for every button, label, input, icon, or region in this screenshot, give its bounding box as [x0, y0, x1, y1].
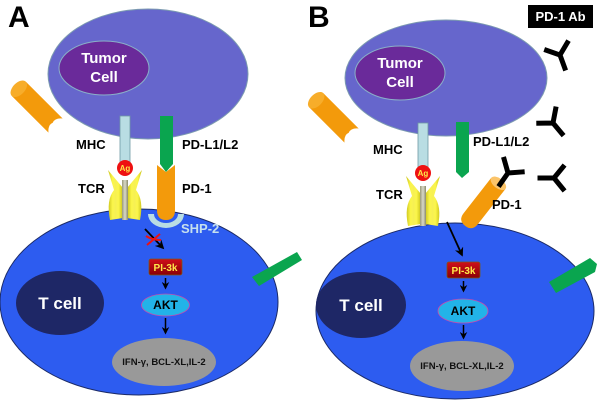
- tumor-cell-label-line2: Cell: [90, 69, 118, 86]
- antigen-label: Ag: [418, 169, 429, 178]
- panel-a: A T cell Tumor Cell MHC TCR Ag: [0, 1, 302, 396]
- antibody-legend-box: [528, 5, 593, 28]
- akt-node: [437, 298, 489, 324]
- pdl1-fragment: [252, 252, 302, 286]
- active-signal-arrow: [446, 221, 464, 257]
- mhc-label: MHC: [76, 137, 106, 152]
- pdl1-molecule: [160, 116, 173, 172]
- antibody-icon: [536, 106, 566, 138]
- tcr-receptor: [406, 176, 440, 226]
- shp2-label: SHP-2: [181, 221, 219, 236]
- inhibition-x-icon: [145, 233, 162, 246]
- pd1-label: PD-1: [492, 197, 522, 212]
- t-cell-label: T cell: [38, 294, 81, 313]
- cytokine-output-label: IFN-γ, BCL-XL,IL-2: [420, 361, 503, 372]
- pdl1-fragment: [549, 258, 597, 293]
- antibody-icon-bound: [496, 156, 525, 188]
- antigen: [117, 160, 133, 176]
- t-cell-nucleus: [16, 271, 104, 335]
- pi3k-label: PI-3k: [154, 263, 178, 274]
- panel-letter-b: B: [308, 1, 330, 34]
- tumor-cell-nucleus: [354, 45, 446, 101]
- akt-node: [141, 293, 190, 317]
- tumor-cell-nucleus: [58, 40, 150, 96]
- pd1-label: PD-1: [182, 181, 212, 196]
- pi3k-label: PI-3k: [452, 266, 476, 277]
- antigen: [415, 165, 431, 181]
- antibody-icon: [543, 39, 571, 72]
- akt-label: AKT: [153, 298, 178, 312]
- cytokine-output-node: [410, 341, 514, 391]
- tumor-cell-label-line2: Cell: [386, 74, 414, 91]
- pi3k-box: [446, 261, 481, 279]
- mhc-label: MHC: [373, 142, 403, 157]
- antibody-icon: [537, 163, 567, 193]
- antibody-legend-label: PD-1 Ab: [535, 9, 585, 24]
- tcr-receptor: [108, 170, 142, 220]
- pdl1-molecule: [456, 122, 469, 178]
- pi3k-box: [148, 258, 183, 276]
- cytokine-output-label: IFN-γ, BCL-XL,IL-2: [122, 357, 205, 368]
- pd1-receptor: [157, 165, 175, 220]
- t-cell-label: T cell: [339, 296, 382, 315]
- t-cell-nucleus: [316, 272, 406, 338]
- tcr-label: TCR: [376, 187, 403, 202]
- mhc-molecule: [417, 122, 429, 171]
- pdl-label: PD-L1/L2: [182, 137, 238, 152]
- cytokine-output-node: [112, 338, 216, 386]
- akt-label: AKT: [451, 304, 476, 318]
- mhc-molecule: [119, 115, 131, 167]
- panel-b: B T cell Tumor Cell MHC TCR Ag: [307, 1, 597, 400]
- pdl-label: PD-L1/L2: [473, 134, 529, 149]
- pd1-fragment: [307, 91, 359, 143]
- tcr-label: TCR: [78, 181, 105, 196]
- tumor-cell-label-line1: Tumor: [81, 50, 127, 67]
- panel-letter-a: A: [8, 1, 30, 34]
- shp2-molecule: [148, 214, 184, 228]
- pd1-fragment: [10, 80, 63, 133]
- tumor-cell-label-line1: Tumor: [377, 55, 423, 72]
- antigen-label: Ag: [120, 164, 131, 173]
